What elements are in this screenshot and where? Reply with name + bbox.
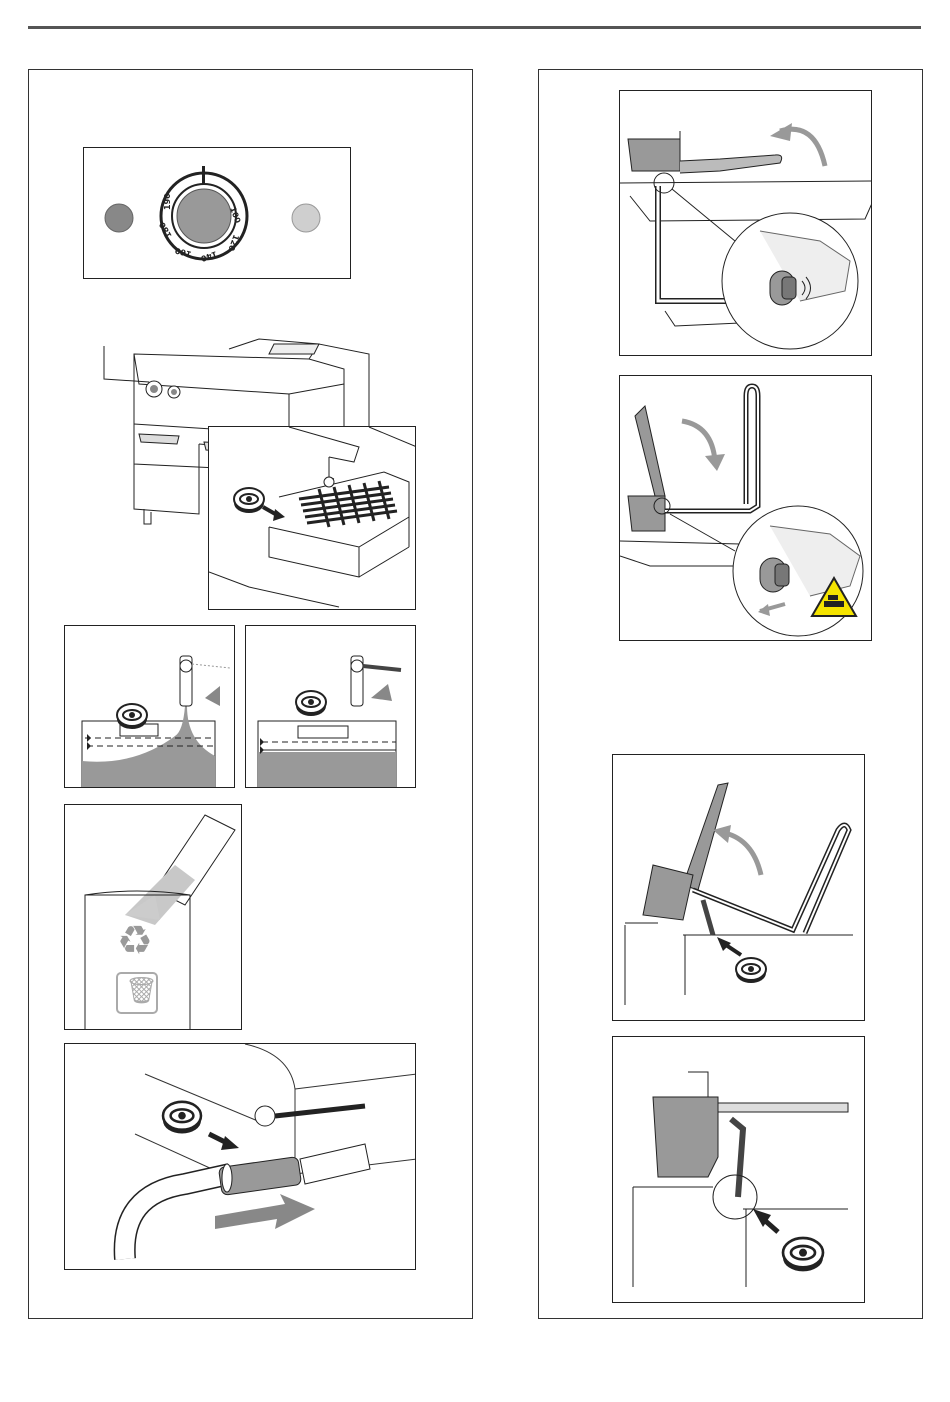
drain-hook-figure (612, 754, 865, 1021)
right-panel (538, 69, 923, 1319)
drain-drawer-figure (208, 426, 416, 610)
control-panel-zoom: 100 120 140 160 180 190 (83, 147, 351, 279)
arrow-icon (261, 503, 287, 523)
heating-element-lower-figure (619, 375, 872, 641)
inspect-eye-icon (781, 1234, 825, 1274)
inspect-eye-icon (294, 688, 328, 718)
drain-hose-figure (64, 1043, 416, 1270)
heating-element-lift-figure (619, 90, 872, 356)
drain-hook-closeup-figure (612, 1036, 865, 1303)
dial-label-190: 190 (163, 193, 172, 210)
crush-hazard-warning-icon (810, 576, 858, 618)
arrow-icon (207, 1130, 243, 1154)
recycle-icon: ♻ (117, 921, 153, 961)
inspect-eye-icon (735, 955, 767, 985)
inspect-eye-icon (161, 1098, 203, 1136)
waste-disposal-figure: ♻ 🗑 (64, 804, 242, 1030)
left-panel: 100 120 140 160 180 190 (28, 69, 473, 1319)
inspect-eye-icon (115, 701, 149, 731)
waste-bin-icon: 🗑 (125, 978, 158, 1004)
drain-valve-open-figure (64, 625, 235, 788)
header-rule (28, 26, 921, 29)
drain-valve-closed-figure (245, 625, 416, 788)
